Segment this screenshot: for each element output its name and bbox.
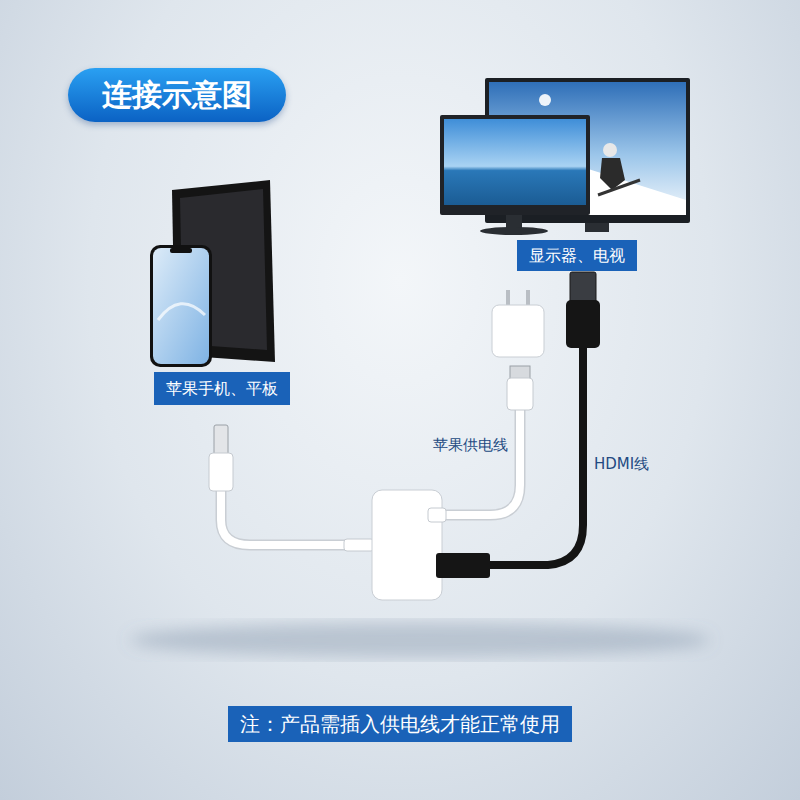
prong bbox=[526, 290, 530, 306]
cable bbox=[221, 488, 352, 545]
title-pill: 连接示意图 bbox=[68, 68, 286, 122]
cable bbox=[442, 408, 520, 515]
phone-wallpaper bbox=[158, 304, 205, 320]
title-text: 连接示意图 bbox=[102, 77, 252, 112]
monitor-frame bbox=[440, 115, 590, 215]
hdmi-tip bbox=[570, 272, 596, 302]
adapter-body bbox=[372, 490, 442, 600]
cable bbox=[488, 345, 583, 565]
label-box: 显示器、电视 bbox=[517, 240, 637, 271]
label-text: 注：产品需插入供电线才能正常使用 bbox=[240, 712, 560, 736]
monitor-screen bbox=[444, 119, 586, 205]
hdmi-cable bbox=[488, 272, 600, 565]
usb-plug bbox=[507, 378, 533, 410]
skier-head bbox=[603, 143, 617, 157]
tablet-and-phone bbox=[150, 180, 275, 367]
label-box: 苹果手机、平板 bbox=[154, 372, 290, 405]
lightning-port-plug bbox=[428, 508, 446, 522]
label-text: 显示器、电视 bbox=[529, 246, 625, 265]
skier-ski bbox=[598, 180, 640, 195]
monitor-neck bbox=[506, 215, 522, 228]
tv-base bbox=[585, 223, 609, 232]
cable-outline bbox=[442, 408, 520, 515]
phone-notch bbox=[170, 248, 192, 253]
lightning-plug bbox=[209, 453, 233, 491]
phone-screen bbox=[153, 248, 209, 364]
prong bbox=[506, 290, 510, 306]
monitor-base bbox=[480, 227, 548, 235]
cable-label: HDMI线 bbox=[594, 455, 649, 474]
monitor bbox=[440, 115, 590, 235]
cable-label: 苹果供电线 bbox=[433, 436, 508, 455]
strain-relief bbox=[344, 539, 374, 551]
cable-outline bbox=[221, 488, 352, 545]
lightning-cable bbox=[209, 425, 352, 545]
adapter bbox=[344, 490, 490, 600]
label-box: 注：产品需插入供电线才能正常使用 bbox=[228, 706, 572, 742]
sun bbox=[539, 94, 551, 106]
hdmi-port-plug bbox=[436, 553, 490, 578]
label-text: 苹果手机、平板 bbox=[166, 379, 278, 398]
power-cable bbox=[442, 290, 544, 515]
hdmi-plug bbox=[566, 300, 600, 348]
lightning-tip bbox=[214, 425, 228, 455]
power-brick bbox=[492, 305, 544, 357]
floor-shadow bbox=[130, 622, 710, 658]
phone-frame bbox=[150, 245, 212, 367]
